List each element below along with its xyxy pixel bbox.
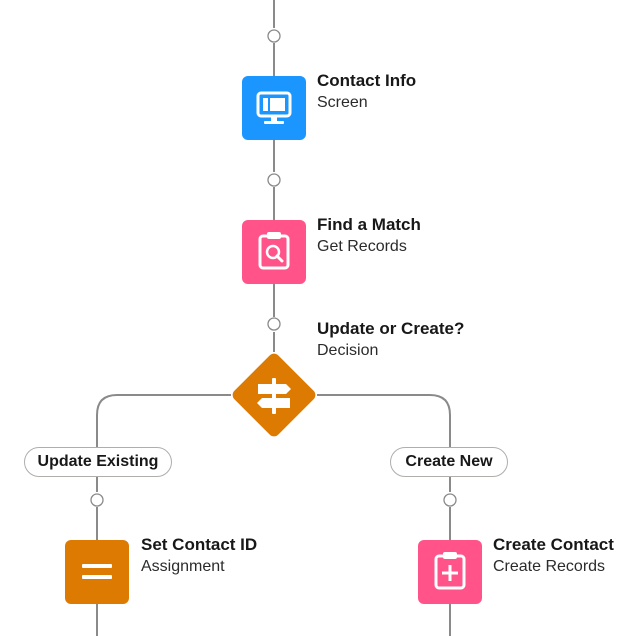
add-element-button[interactable] — [267, 317, 281, 331]
node-title: Create Contact — [493, 535, 614, 554]
assignment-node[interactable] — [65, 540, 129, 604]
add-element-button[interactable] — [267, 29, 281, 43]
create-records-node[interactable] — [418, 540, 482, 604]
branch-label-create-new[interactable]: Create New — [390, 447, 508, 477]
screen-node-label: Contact Info Screen — [317, 70, 416, 114]
node-title: Contact Info — [317, 71, 417, 90]
branch-label-update-existing[interactable]: Update Existing — [24, 447, 172, 477]
screen-node[interactable] — [242, 76, 306, 140]
add-element-button[interactable] — [443, 493, 457, 507]
node-type: Get Records — [317, 238, 407, 255]
node-type: Decision — [317, 342, 379, 359]
node-title: Find a Match — [317, 215, 421, 234]
assignment-node-label: Set Contact ID Assignment — [141, 534, 257, 578]
connector-branch-left — [96, 394, 231, 448]
get-records-node[interactable] — [242, 220, 306, 284]
decision-node-label: Update or Create? Decision — [317, 318, 464, 362]
equals-icon — [82, 564, 112, 579]
create-records-node-label: Create Contact Create Records — [493, 534, 614, 578]
node-title: Set Contact ID — [141, 535, 258, 554]
node-type: Assignment — [141, 558, 225, 575]
get-records-node-label: Find a Match Get Records — [317, 214, 421, 258]
add-element-circles — [90, 29, 457, 507]
screen-icon — [256, 91, 292, 124]
signpost-icon — [257, 378, 291, 414]
clipboard-search-icon — [258, 232, 290, 270]
connectors — [96, 0, 451, 636]
node-title: Update or Create? — [317, 319, 465, 338]
add-element-button[interactable] — [90, 493, 104, 507]
clipboard-plus-icon — [434, 552, 466, 590]
node-type: Screen — [317, 94, 368, 111]
add-element-button[interactable] — [267, 173, 281, 187]
node-type: Create Records — [493, 558, 606, 575]
connector-branch-right — [317, 394, 451, 448]
